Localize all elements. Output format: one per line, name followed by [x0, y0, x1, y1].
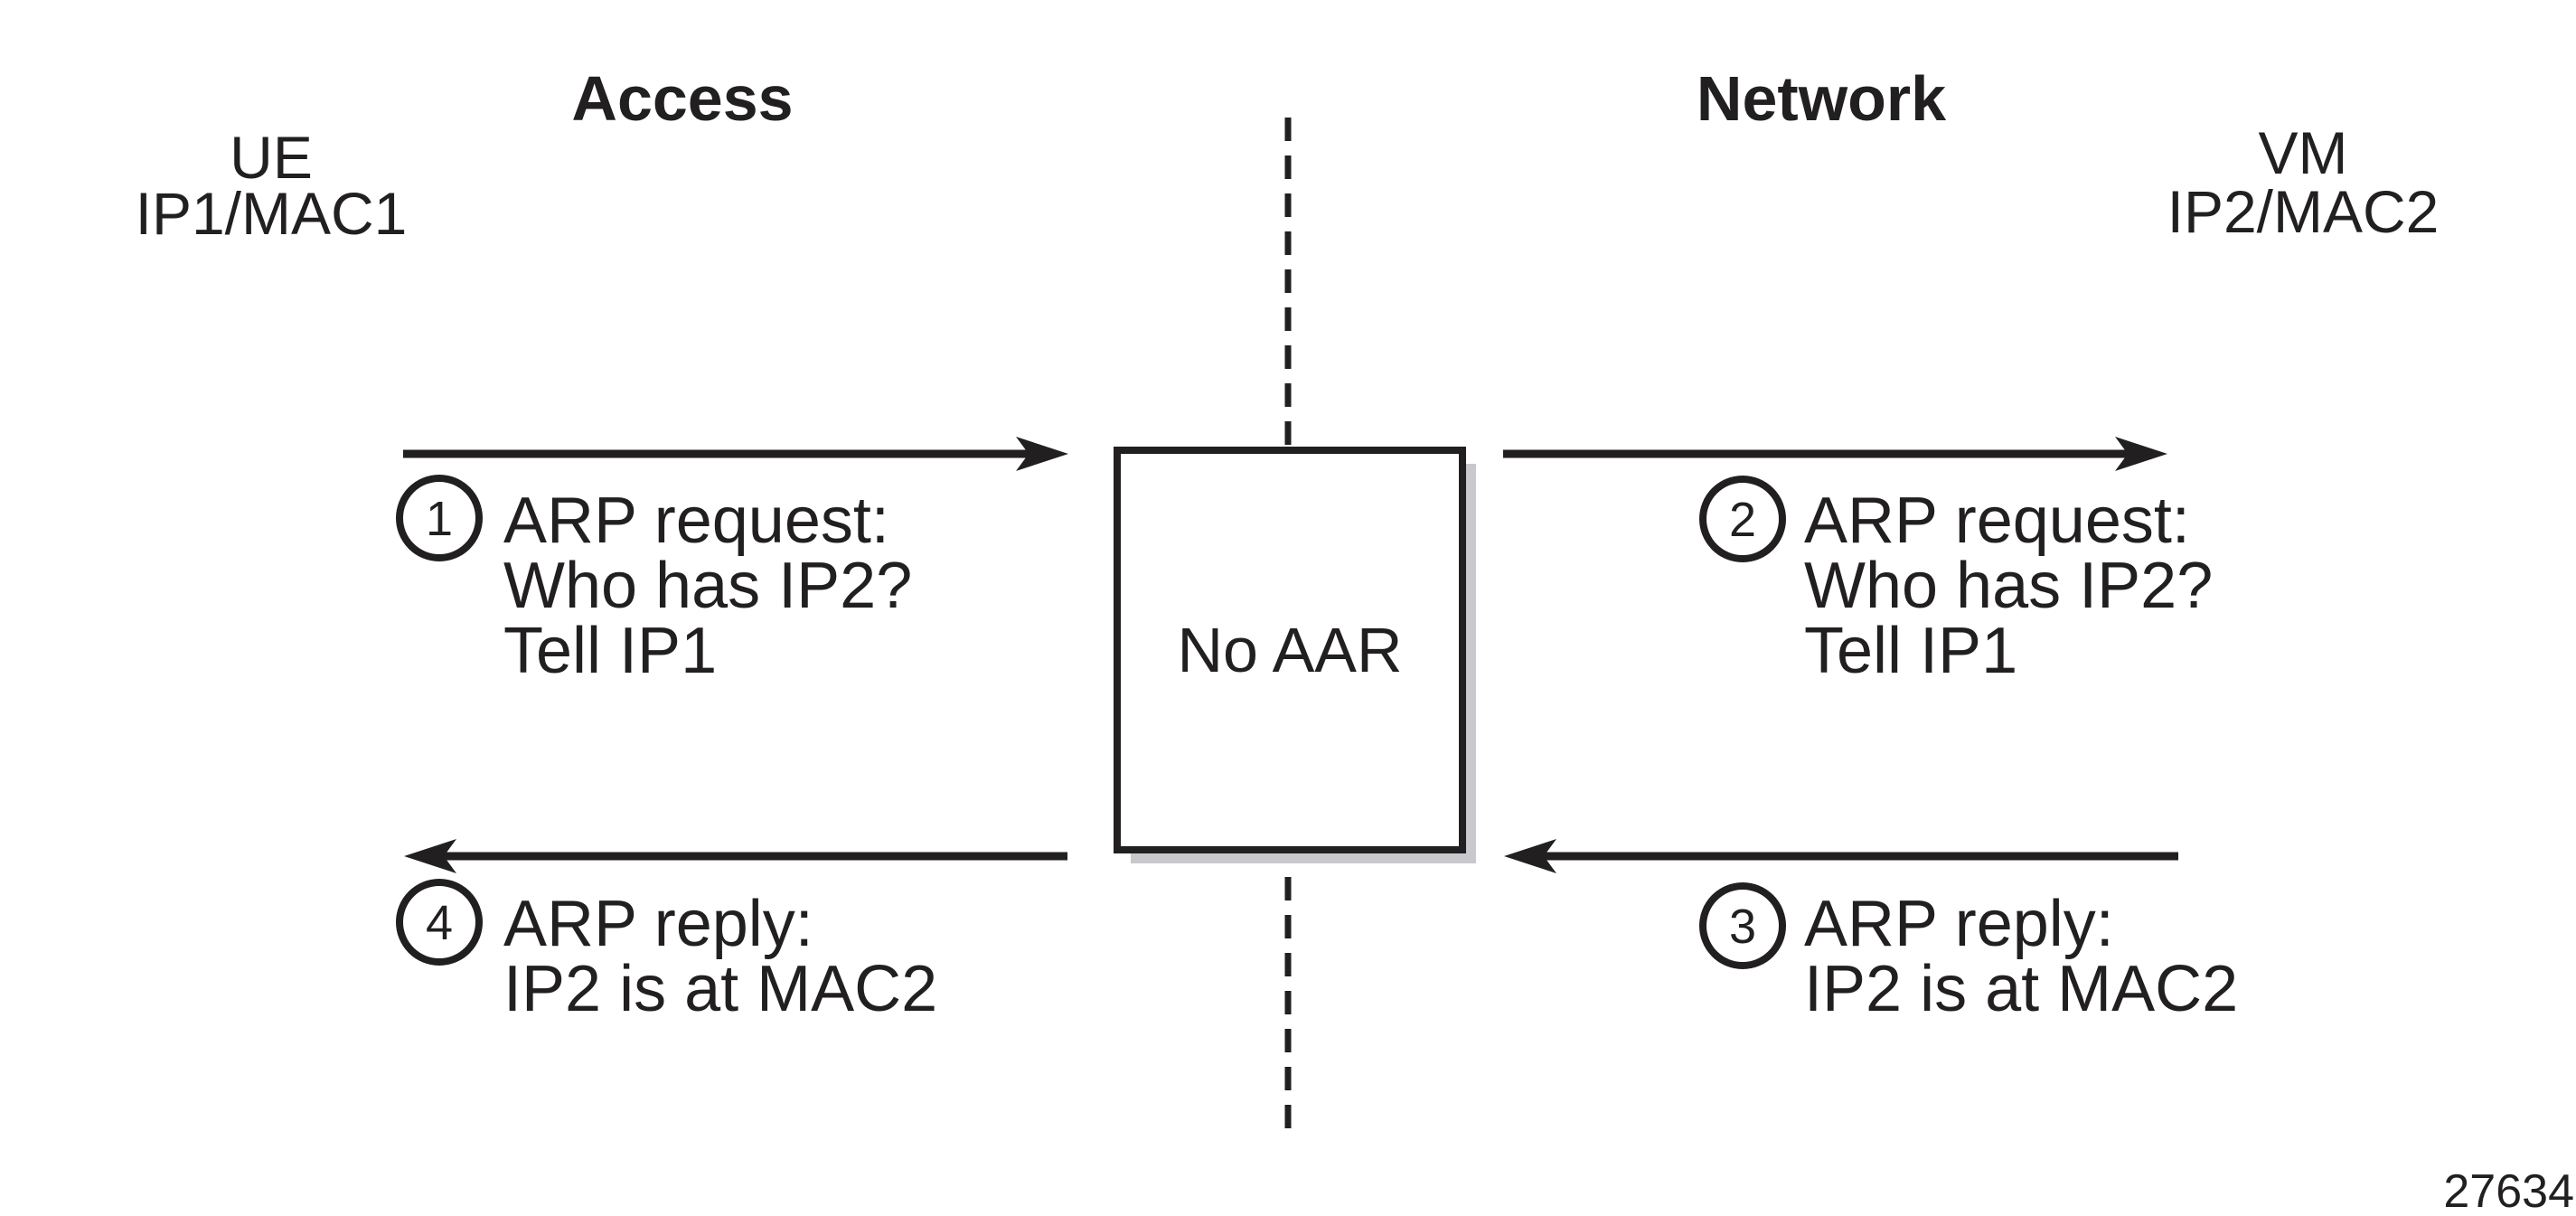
arrow-step1	[403, 437, 1068, 471]
step1-label: 1 ARP request: Who has IP2? Tell IP1	[396, 475, 912, 687]
step1-number-circle-icon	[396, 475, 483, 561]
step4-label: 4 ARP reply: IP2 is at MAC2	[396, 879, 937, 1025]
step3-number: 3	[1729, 900, 1756, 954]
arrow-step3	[1504, 839, 2178, 873]
step2-line2: Who has IP2?	[1804, 550, 2213, 622]
step3-label: 3 ARP reply: IP2 is at MAC2	[1699, 882, 2238, 1025]
step4-number: 4	[426, 896, 453, 950]
vm-name: VM	[2259, 119, 2348, 186]
access-section-heading: Access	[571, 63, 793, 134]
network-section-heading: Network	[1697, 63, 1946, 134]
step1-number: 1	[426, 492, 453, 546]
step4-number-circle-icon	[396, 879, 483, 966]
step2-number: 2	[1729, 493, 1756, 547]
ue-endpoint-label: UE IP1/MAC1	[136, 124, 408, 247]
step4-line2: IP2 is at MAC2	[503, 953, 937, 1025]
arrow-step4	[404, 839, 1067, 873]
step3-number-circle-icon	[1699, 882, 1786, 969]
arrow-step1-head-icon	[1016, 437, 1068, 471]
arrow-step3-head-icon	[1504, 839, 1556, 873]
middlebox-label: No AAR	[1178, 615, 1403, 685]
step2-line1: ARP request:	[1804, 485, 2190, 557]
step3-line1: ARP reply:	[1804, 888, 2114, 960]
step2-line3: Tell IP1	[1804, 615, 2017, 687]
ue-name: UE	[230, 124, 313, 191]
vm-address: IP2/MAC2	[2167, 178, 2440, 245]
step4-line1: ARP reply:	[503, 888, 813, 960]
step2-label: 2 ARP request: Who has IP2? Tell IP1	[1699, 476, 2213, 687]
middlebox	[1114, 447, 1466, 853]
vm-endpoint-label: VM IP2/MAC2	[2167, 119, 2440, 245]
step1-line1: ARP request:	[503, 485, 889, 557]
arrow-step2	[1503, 437, 2167, 471]
step2-number-circle-icon	[1699, 476, 1786, 562]
figure-number: 27634	[2443, 1165, 2574, 1216]
arrow-step4-head-icon	[404, 839, 456, 873]
arrow-step2-head-icon	[2115, 437, 2167, 471]
step3-line2: IP2 is at MAC2	[1804, 953, 2238, 1025]
ue-address: IP1/MAC1	[136, 180, 408, 247]
step1-line2: Who has IP2?	[503, 550, 912, 622]
step1-line3: Tell IP1	[503, 615, 717, 687]
